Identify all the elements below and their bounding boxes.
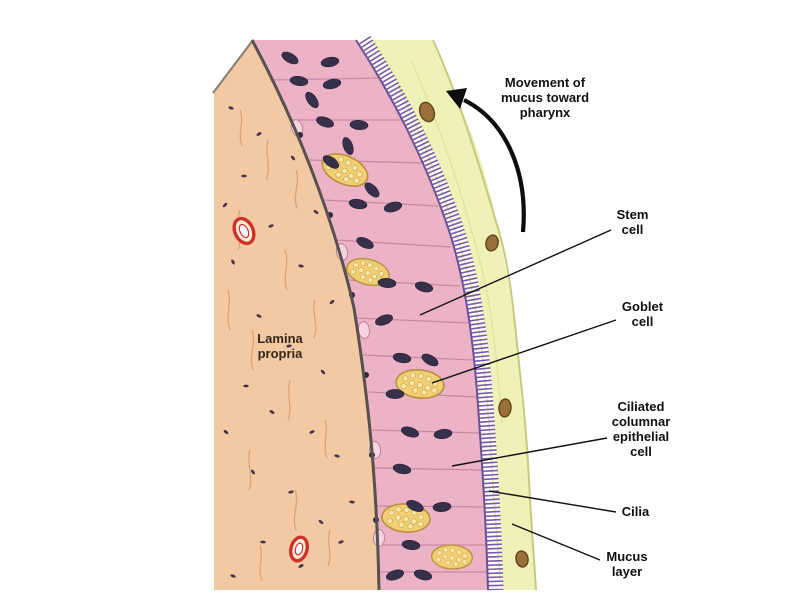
blood-vessel bbox=[232, 216, 256, 246]
stem-cell-leader-line bbox=[419, 229, 612, 316]
label-ciliated-columnar-epithelial-cell: Ciliated columnar epithelial cell bbox=[611, 399, 671, 459]
epithelial-nuclei bbox=[281, 51, 453, 581]
mucus-debris-particles bbox=[418, 101, 529, 568]
cilia-fringe bbox=[357, 35, 504, 591]
lamina-propria-top-edge bbox=[212, 39, 254, 94]
goblet-cell-leader-line bbox=[431, 319, 617, 384]
cilia-leader-line bbox=[488, 490, 617, 513]
mucus-layer-region bbox=[371, 40, 536, 590]
label-mucus-layer: Mucus layer bbox=[606, 549, 648, 579]
mucus-movement-arrow bbox=[446, 88, 526, 233]
label-goblet-cell: Goblet cell bbox=[621, 299, 664, 329]
ciliated-cell-leader-line bbox=[451, 437, 608, 467]
mucus-layer-leader-line bbox=[511, 523, 601, 561]
mucus-streaks bbox=[397, 61, 503, 581]
fibroblast-nuclei bbox=[222, 106, 355, 578]
label-leader-lines bbox=[419, 229, 617, 561]
label-stem-cell: Stem cell bbox=[616, 207, 649, 237]
lamina-propria-region bbox=[214, 40, 379, 590]
mucus-outer-edge bbox=[432, 39, 537, 591]
label-lamina-propria: Lamina propria bbox=[257, 331, 303, 361]
lamina-propria-fiber-texture bbox=[227, 109, 331, 582]
label-cilia: Cilia bbox=[621, 504, 650, 519]
basement-membrane bbox=[250, 39, 381, 591]
label-mucus-movement: Movement of mucus toward pharynx bbox=[500, 75, 590, 120]
blood-vessel bbox=[288, 535, 310, 563]
